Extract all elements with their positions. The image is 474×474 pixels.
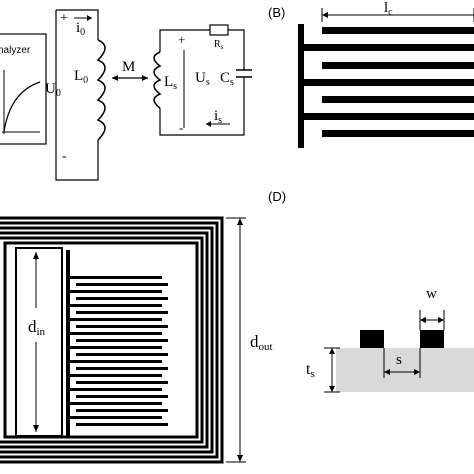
plus-right: + bbox=[178, 32, 185, 47]
ide-finger bbox=[76, 339, 168, 342]
ide-finger bbox=[70, 416, 162, 419]
primary-wire-top bbox=[56, 9, 99, 40]
ide-finger bbox=[76, 395, 168, 398]
ide-finger bbox=[70, 402, 162, 405]
ide-finger bbox=[76, 367, 168, 370]
panel-a-circuit: nalyzer + i0 U0 - L0 M Rs + - Ls Us bbox=[0, 9, 252, 181]
finger-right-3 bbox=[322, 96, 474, 103]
secondary-wire-right bbox=[228, 29, 245, 70]
primary-wire bbox=[55, 10, 99, 181]
spiral-turn-6 bbox=[3, 241, 199, 439]
ide-bus-left bbox=[66, 250, 70, 436]
dim-dout-label: dout bbox=[250, 332, 273, 353]
resistor-label: Rs bbox=[214, 39, 224, 51]
capacitor-label: Cs bbox=[220, 70, 234, 88]
panel-d-label: (D) bbox=[268, 189, 286, 204]
mutual-arrowhead-left bbox=[112, 75, 118, 81]
ide-finger bbox=[70, 388, 162, 391]
electrode-fingers bbox=[304, 27, 474, 137]
dim-w-arrowhead-right bbox=[438, 317, 444, 323]
ide-finger bbox=[70, 304, 162, 307]
finger-right-4 bbox=[322, 130, 474, 137]
minus-right: - bbox=[179, 120, 183, 135]
analyzer-curve-icon bbox=[3, 81, 41, 133]
dim-s-arrowhead-left bbox=[384, 369, 390, 375]
ide-finger bbox=[70, 276, 162, 279]
ide-finger bbox=[70, 360, 162, 363]
dim-lc-label: lc bbox=[384, 0, 393, 18]
dim-w-arrowhead-left bbox=[420, 317, 426, 323]
ide-finger bbox=[70, 374, 162, 377]
current-secondary: is bbox=[214, 108, 222, 126]
plus-left: + bbox=[60, 11, 68, 26]
mutual-label: M bbox=[122, 59, 135, 75]
dim-din-arrowhead-bottom bbox=[33, 425, 39, 432]
panel-b-electrode: (B) lc bbox=[268, 0, 474, 148]
ide-finger bbox=[70, 346, 162, 349]
ide-finger bbox=[76, 353, 168, 356]
panel-c-coil: din bbox=[0, 216, 273, 464]
ide-fingers bbox=[70, 276, 168, 426]
primary-coil bbox=[96, 39, 106, 141]
dim-dout-arrowhead-bottom bbox=[237, 455, 243, 462]
ide-finger bbox=[76, 283, 168, 286]
minus-left: - bbox=[62, 149, 67, 164]
secondary-wire bbox=[159, 29, 210, 52]
spiral-turn-2 bbox=[0, 221, 219, 459]
voltage-secondary: Us bbox=[195, 70, 210, 88]
dim-lc-arrowhead-left bbox=[322, 12, 328, 18]
spiral-turn-3 bbox=[0, 226, 214, 454]
secondary-coil bbox=[153, 51, 162, 109]
dim-w-label: w bbox=[426, 286, 437, 302]
ide-finger bbox=[76, 423, 168, 426]
inductor-secondary: Ls bbox=[164, 74, 177, 92]
ide-finger bbox=[70, 290, 162, 293]
dim-ts-arrowhead-top bbox=[329, 348, 335, 354]
dim-dout-arrowhead-top bbox=[237, 218, 243, 225]
spiral-turn-4 bbox=[0, 231, 209, 449]
dim-din-label: din bbox=[28, 317, 46, 338]
finger-right-1 bbox=[322, 27, 474, 34]
secondary-wire-bottom bbox=[159, 77, 245, 136]
inductor-primary: L0 bbox=[74, 68, 88, 86]
ide-finger bbox=[76, 409, 168, 412]
current-arrowhead-secondary bbox=[206, 121, 211, 127]
dim-s-label: s bbox=[396, 352, 402, 368]
ide-finger bbox=[76, 325, 168, 328]
spiral-turn-5 bbox=[0, 236, 204, 444]
substrate bbox=[336, 348, 474, 392]
panel-d-cross-section: (D) w s ts bbox=[268, 189, 474, 393]
dim-s-arrowhead-right bbox=[414, 369, 420, 375]
conductor-left bbox=[360, 330, 384, 348]
panel-b-label: (B) bbox=[268, 5, 285, 20]
ide-finger bbox=[70, 332, 162, 335]
spiral-coil bbox=[0, 216, 224, 464]
dim-ts-label: ts bbox=[306, 361, 315, 380]
analyzer-box bbox=[0, 33, 47, 145]
dim-din-label-bg bbox=[24, 308, 58, 342]
mutual-arrowhead-right bbox=[142, 75, 148, 81]
finger-left-1 bbox=[304, 44, 474, 51]
conductor-right bbox=[420, 330, 444, 348]
ide-finger bbox=[76, 311, 168, 314]
analyzer-label: nalyzer bbox=[0, 45, 31, 56]
ide-finger bbox=[70, 318, 162, 321]
resistor bbox=[209, 24, 229, 36]
electrode-bus bbox=[298, 24, 304, 148]
spiral-turn-1 bbox=[0, 216, 224, 464]
finger-left-3 bbox=[304, 113, 474, 120]
dim-ts-arrowhead-bottom bbox=[329, 386, 335, 392]
current-arrowhead-primary bbox=[87, 15, 92, 21]
current-primary: i0 bbox=[76, 20, 85, 38]
voltage-primary: U0 bbox=[45, 81, 61, 99]
ide-finger bbox=[76, 381, 168, 384]
finger-right-2 bbox=[322, 62, 474, 69]
dim-din-arrowhead-top bbox=[33, 252, 39, 259]
finger-left-2 bbox=[304, 79, 474, 86]
ide-finger bbox=[76, 297, 168, 300]
